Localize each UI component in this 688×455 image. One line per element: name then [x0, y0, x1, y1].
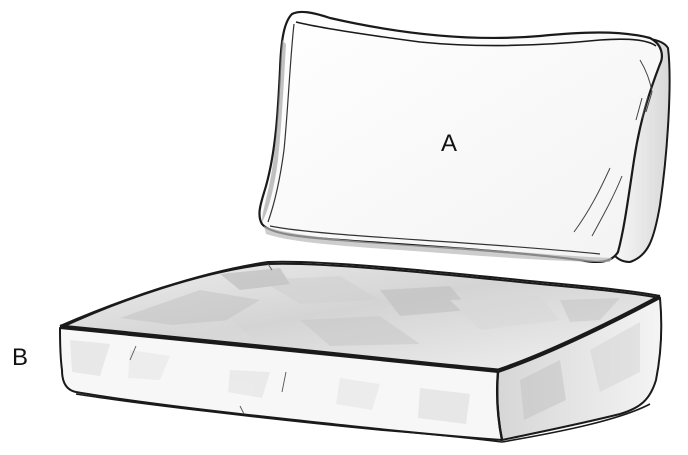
label-a: A	[441, 132, 457, 156]
back-cushion-face	[259, 12, 661, 262]
back-cushion	[259, 12, 669, 262]
label-b: B	[12, 346, 28, 370]
seat-cushion	[60, 262, 661, 442]
